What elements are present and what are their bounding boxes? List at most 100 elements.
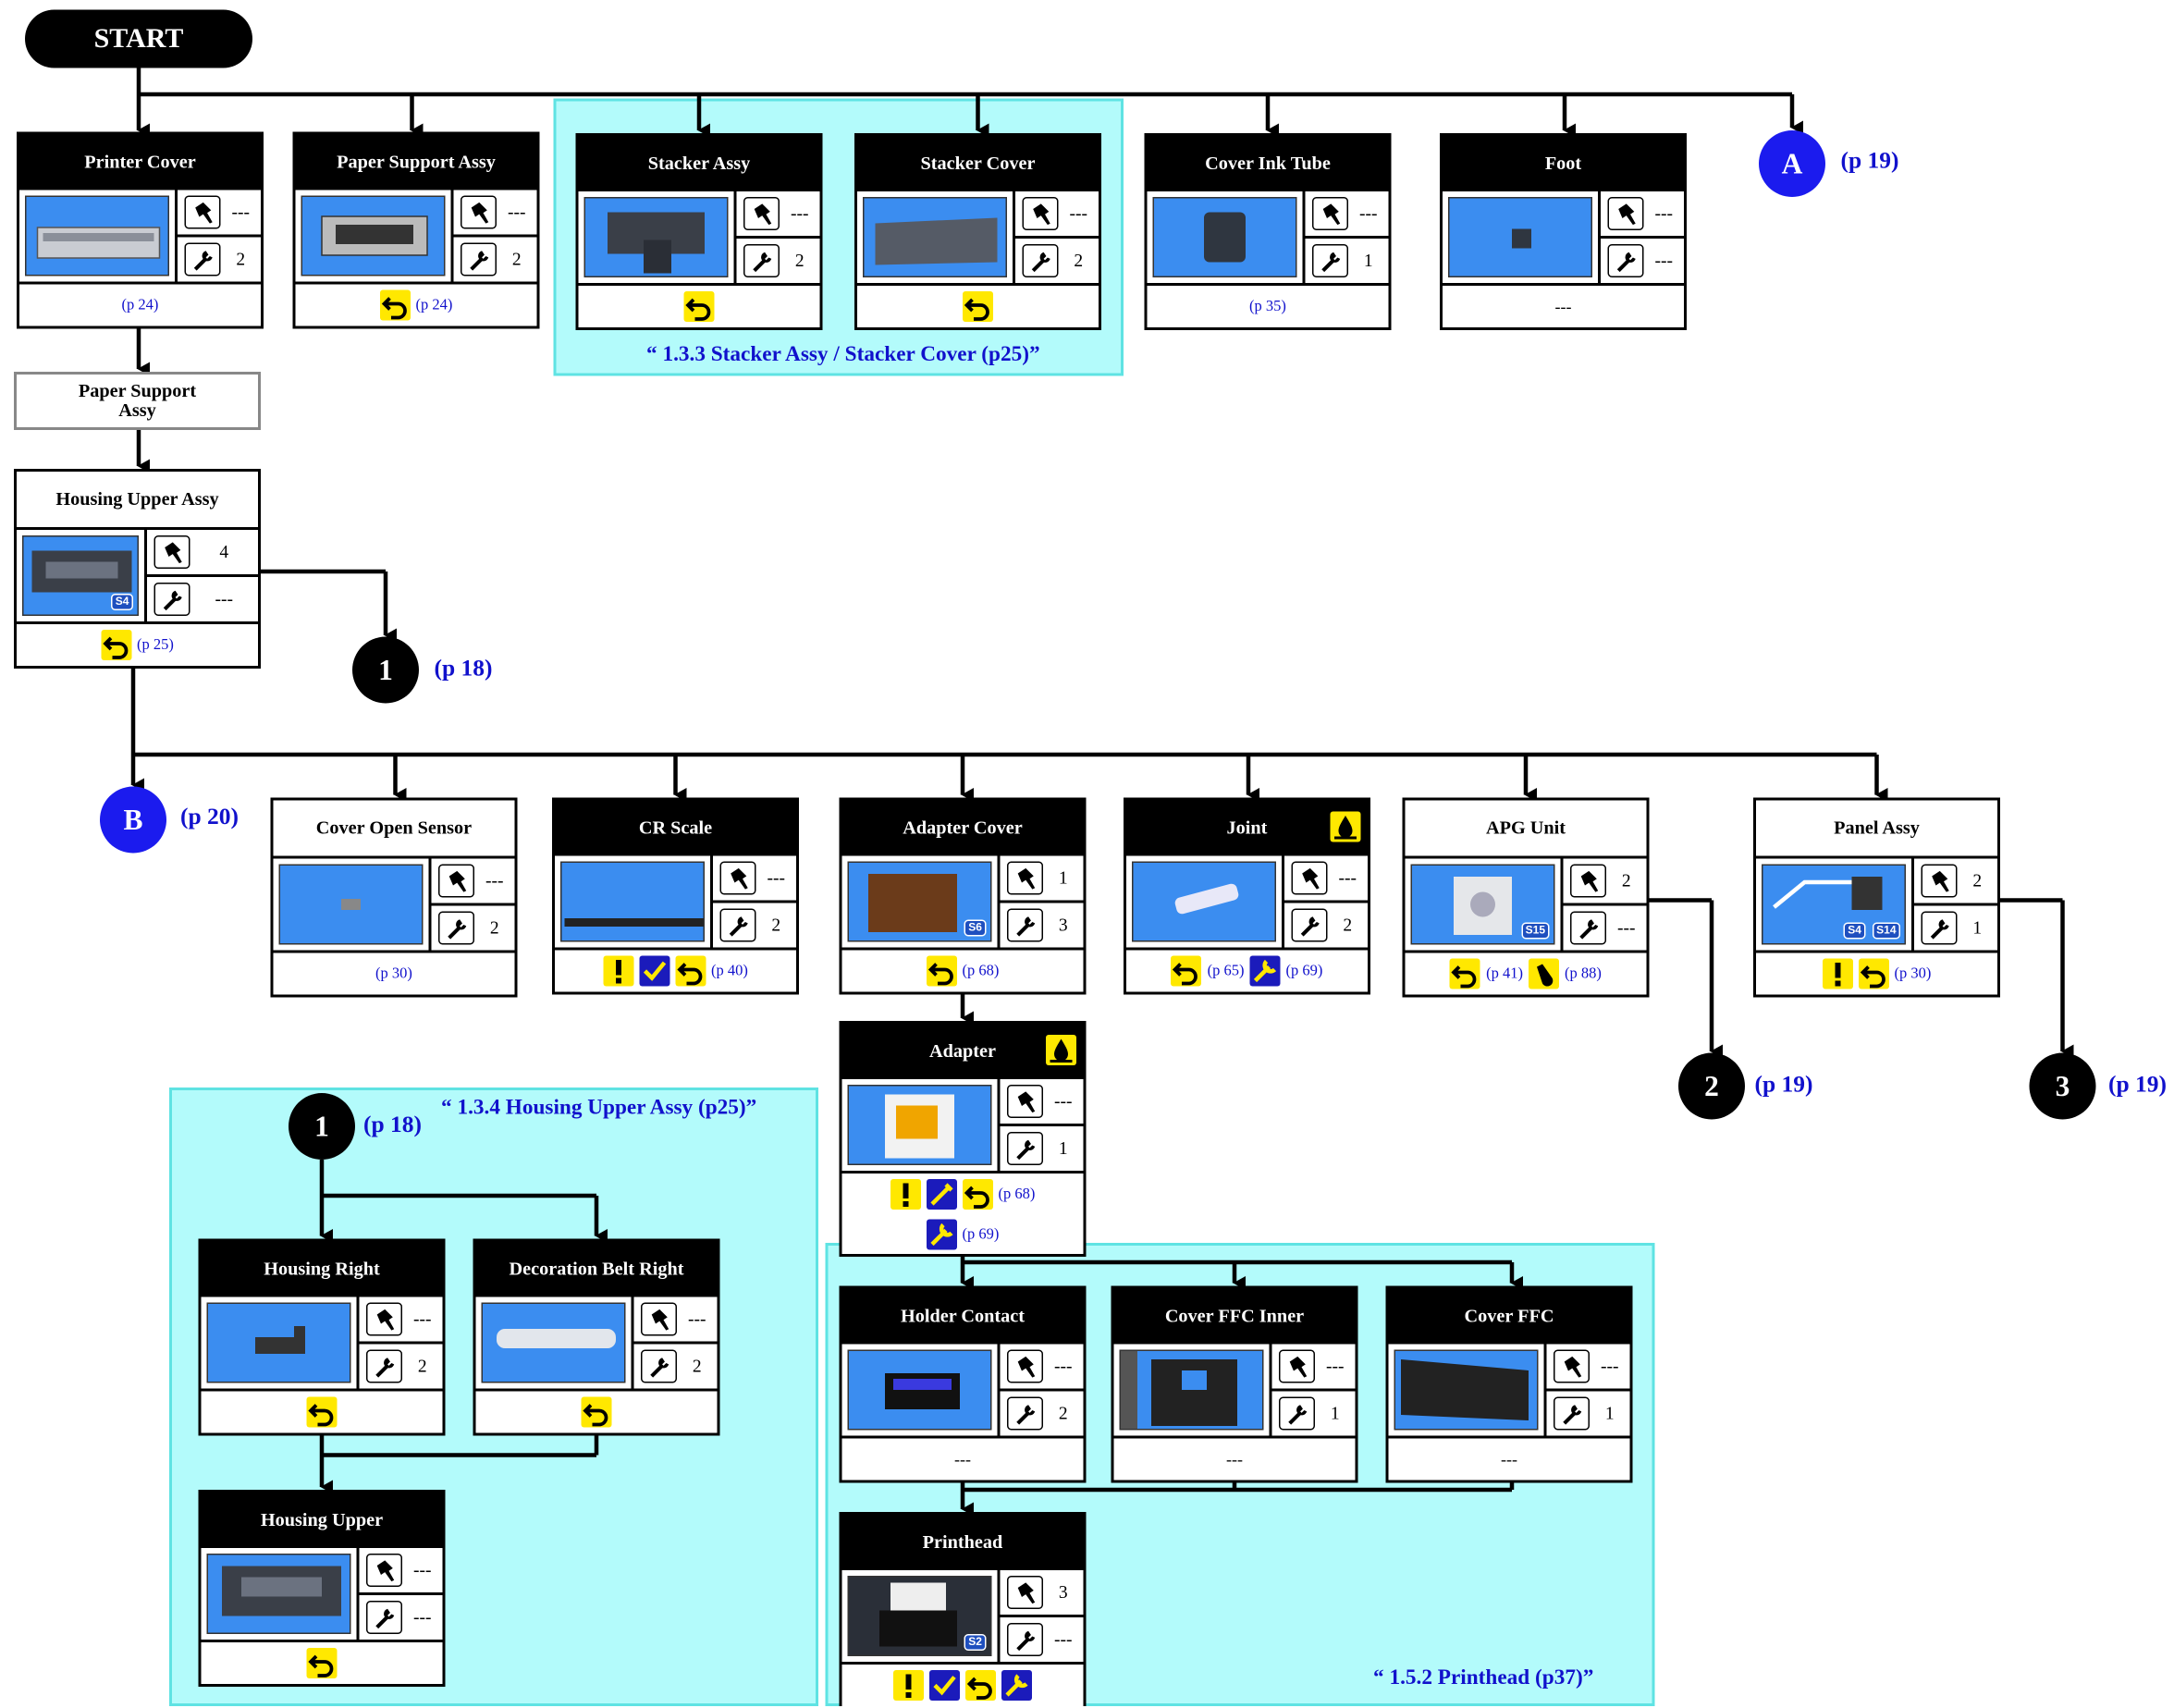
screw-icon	[1291, 861, 1328, 895]
page-ref[interactable]: (p 88)	[1565, 965, 1602, 982]
card-title: APG Unit	[1405, 800, 1647, 859]
part-photo	[301, 195, 446, 276]
part-photo	[1119, 1349, 1264, 1431]
card-decoration-belt-right[interactable]: Decoration Belt Right --- 2	[473, 1238, 720, 1436]
card-foot[interactable]: Foot --- --- ---	[1440, 133, 1687, 330]
screw-count: ---	[231, 201, 251, 223]
page-ref[interactable]: (p 30)	[1894, 965, 1932, 982]
screw-icon	[1607, 197, 1644, 230]
reassembly-arrow-icon	[306, 1648, 338, 1678]
connector-2-ref[interactable]: (p 19)	[1754, 1071, 1813, 1098]
screw-icon	[184, 195, 221, 229]
card-title: Cover Ink Tube	[1147, 136, 1389, 191]
connector-3[interactable]: 3	[2029, 1052, 2096, 1120]
wrench-icon	[1291, 908, 1328, 942]
card-apg-unit[interactable]: APG Unit S15 2 --- (p 41) (p 88)	[1402, 797, 1650, 998]
card-title: CR Scale	[555, 800, 796, 856]
card-paper-support-assy[interactable]: Paper Support Assy --- 2 (p 24)	[292, 131, 540, 329]
reassembly-arrow-icon	[965, 1670, 996, 1701]
tool-count: 3	[1058, 914, 1068, 936]
card-printhead[interactable]: Printhead S2 3 ---	[839, 1512, 1087, 1706]
page-ref[interactable]: (p 41)	[1486, 965, 1523, 982]
page-ref[interactable]: (p 24)	[415, 297, 453, 313]
screw-icon	[1921, 864, 1958, 898]
screw-count: ---	[688, 1308, 706, 1330]
reassembly-arrow-icon	[306, 1396, 338, 1428]
page-ref[interactable]: (p 40)	[711, 963, 748, 979]
screw-icon	[366, 1554, 402, 1587]
card-housing-upper-assy[interactable]: Housing Upper Assy S4 4 --- (p 25)	[14, 469, 261, 669]
bottom-text: ---	[954, 1448, 971, 1468]
screw-icon	[641, 1302, 677, 1336]
card-stacker-cover[interactable]: Stacker Cover --- 2	[854, 133, 1101, 330]
card-housing-right[interactable]: Housing Right --- 2	[198, 1238, 446, 1436]
card-cover-open-sensor[interactable]: Cover Open Sensor --- 2 (p 30)	[270, 797, 518, 998]
connector-b[interactable]: B	[100, 786, 166, 854]
part-photo: S4	[22, 535, 139, 616]
card-adapter-cover[interactable]: Adapter Cover S6 1 3 (p 68)	[839, 797, 1087, 995]
connector-2[interactable]: 2	[1678, 1052, 1745, 1120]
card-housing-upper[interactable]: Housing Upper --- ---	[198, 1490, 446, 1687]
tool-count: 1	[1604, 1402, 1615, 1424]
connector-a[interactable]: A	[1759, 130, 1825, 197]
screw-count: ---	[1338, 866, 1357, 889]
screw-icon	[366, 1302, 402, 1336]
part-photo	[278, 864, 424, 945]
card-title: Housing Upper	[201, 1493, 443, 1548]
page-ref[interactable]: (p 35)	[1249, 298, 1286, 315]
card-holder-contact[interactable]: Holder Contact --- 2 ---	[839, 1285, 1087, 1483]
screw-count: 2	[1972, 869, 1983, 891]
reassembly-arrow-icon	[1171, 955, 1202, 987]
card-title: Paper Support Assy	[295, 134, 537, 190]
connector-1-start[interactable]: 1	[289, 1093, 355, 1160]
part-photo: S15	[1410, 864, 1555, 945]
part-photo	[206, 1302, 351, 1383]
card-title: Panel Assy	[1756, 800, 1997, 859]
connector-1[interactable]: 1	[352, 636, 419, 704]
lubricate-icon	[1046, 1035, 1076, 1065]
connector-a-ref[interactable]: (p 19)	[1840, 147, 1899, 174]
region-label-housing: “ 1.3.4 Housing Upper Assy (p25)”	[441, 1096, 757, 1120]
caution-icon	[893, 1670, 924, 1701]
card-title: Decoration Belt Right	[475, 1241, 718, 1297]
card-joint[interactable]: Joint --- 2 (p 65) (p 69)	[1124, 797, 1370, 995]
connector-1-start-ref[interactable]: (p 18)	[363, 1111, 423, 1138]
tool-count: ---	[413, 1606, 432, 1628]
page-ref[interactable]: (p 24)	[121, 297, 159, 313]
page-ref[interactable]: (p 69)	[1285, 963, 1323, 979]
wrench-icon	[719, 908, 756, 942]
wrench-icon	[1570, 911, 1606, 945]
card-cover-ffc[interactable]: Cover FFC --- 1 ---	[1385, 1285, 1633, 1483]
page-ref[interactable]: (p 69)	[962, 1226, 1000, 1243]
part-photo	[25, 195, 169, 276]
page-ref[interactable]: (p 25)	[137, 636, 174, 654]
page-ref[interactable]: (p 68)	[998, 1186, 1036, 1203]
start-node[interactable]: START	[25, 9, 252, 68]
wrench-icon	[1607, 244, 1644, 277]
paper-support-assy-node[interactable]: Paper Support Assy	[14, 372, 261, 430]
tool-count: 2	[1058, 1402, 1068, 1424]
tool-count: 2	[489, 916, 499, 939]
card-adapter[interactable]: Adapter --- 1 (p 68) (p 69)	[839, 1021, 1087, 1257]
connector-1-ref[interactable]: (p 18)	[434, 655, 493, 682]
part-photo	[560, 861, 705, 942]
card-panel-assy[interactable]: Panel Assy S4 S14 2 1 (p 30)	[1753, 797, 2000, 998]
card-cover-ink-tube[interactable]: Cover Ink Tube --- 1 (p 35)	[1144, 133, 1392, 330]
card-title: Joint	[1126, 800, 1368, 856]
connector-b-ref[interactable]: (p 20)	[180, 803, 240, 830]
tool-count: 2	[692, 1355, 702, 1377]
screw-count: ---	[413, 1308, 432, 1330]
page-ref[interactable]: (p 30)	[375, 965, 412, 982]
card-cr-scale[interactable]: CR Scale --- 2 (p 40)	[552, 797, 799, 995]
card-printer-cover[interactable]: Printer Cover --- 2 (p 24)	[17, 131, 264, 329]
card-stacker-assy[interactable]: Stacker Assy --- 2	[575, 133, 823, 330]
card-title: Housing Upper Assy	[17, 472, 258, 530]
connector-3-ref[interactable]: (p 19)	[2108, 1071, 2168, 1098]
page-ref[interactable]: (p 68)	[962, 963, 1000, 979]
screw-icon	[1279, 1349, 1315, 1383]
screw-count: ---	[1069, 203, 1088, 224]
card-cover-ffc-inner[interactable]: Cover FFC Inner --- 1 ---	[1111, 1285, 1358, 1483]
page-ref[interactable]: (p 65)	[1207, 963, 1245, 979]
screw-icon	[1007, 861, 1043, 895]
